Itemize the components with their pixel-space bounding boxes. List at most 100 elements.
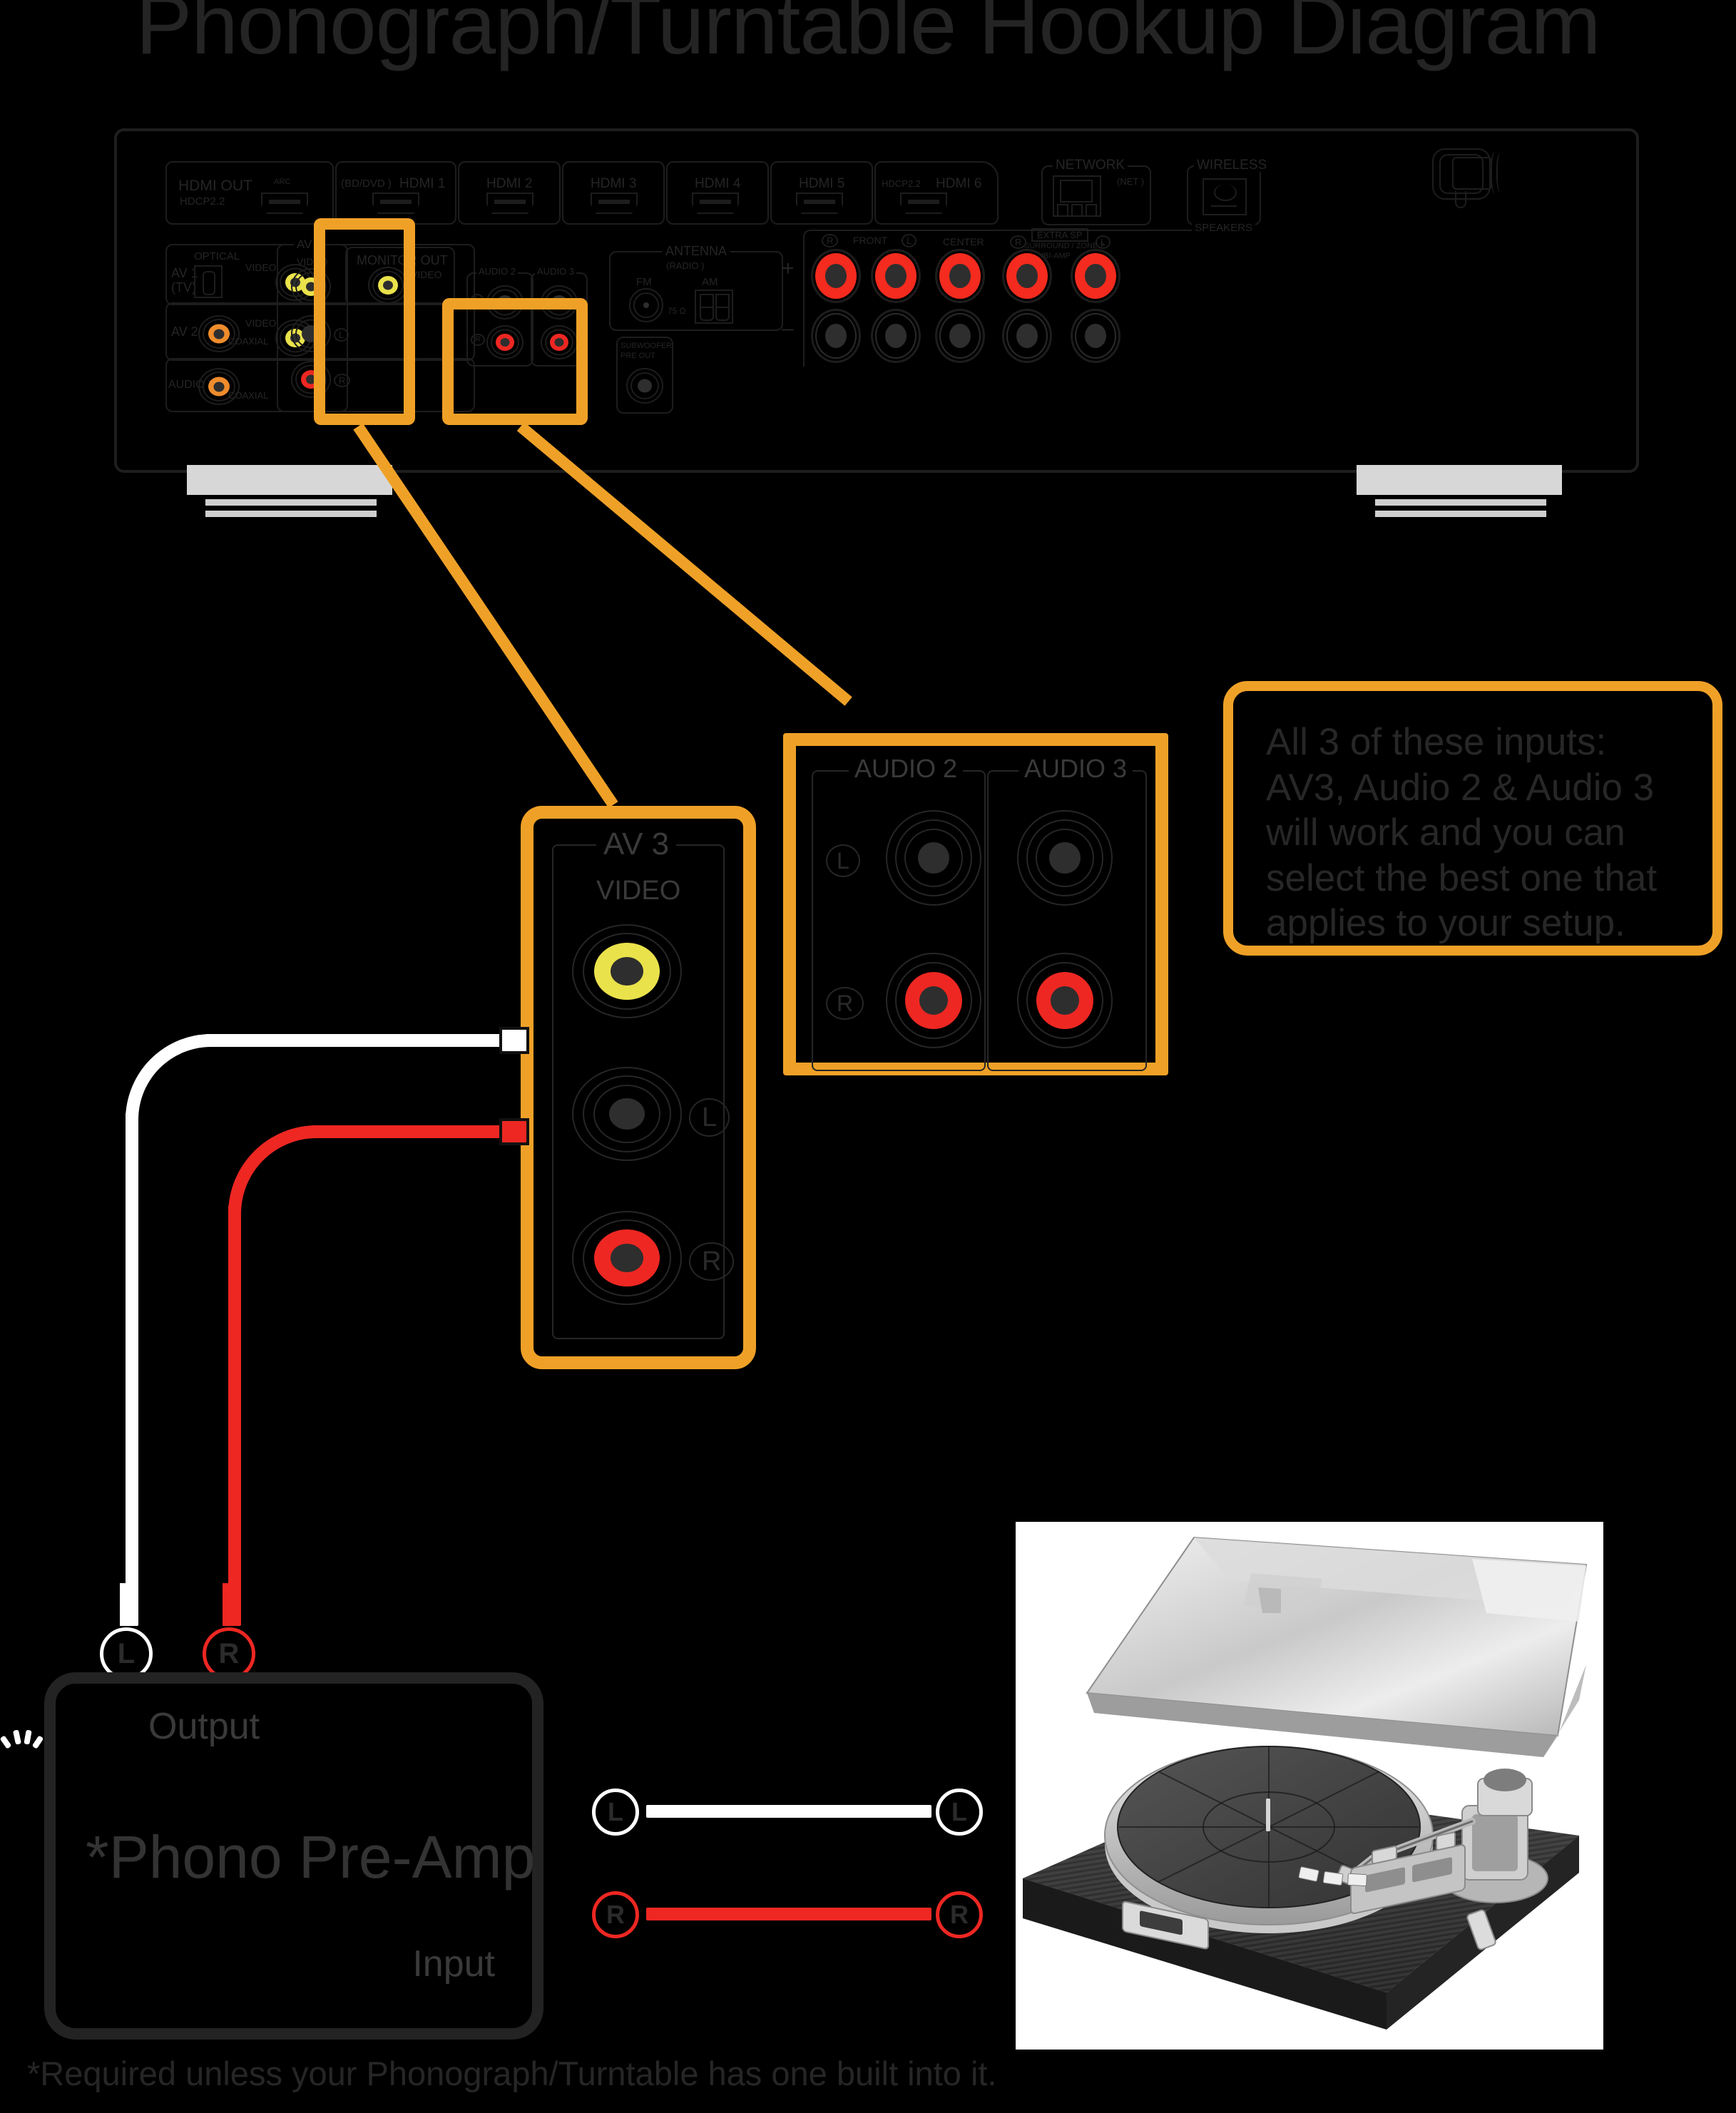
optical-port-icon[interactable] — [194, 265, 223, 298]
phono-preamp-box: Output *Phono Pre-Amp Input — [44, 1672, 543, 2040]
cable-right-red-horizontal — [311, 1125, 528, 1138]
preamp-input-label: Input — [412, 1943, 495, 1985]
audio2-callout-title: AUDIO 2 — [849, 756, 964, 782]
av3-callout-video-jack[interactable] — [572, 924, 682, 1018]
antenna-connector-icon[interactable] — [1203, 178, 1247, 215]
speakers-extra-left-label: L — [1096, 235, 1111, 249]
audio3-callout-left-jack[interactable] — [1017, 810, 1113, 906]
av3-highlight-box[interactable] — [314, 218, 415, 425]
speaker-post-extra-left-positive[interactable] — [1071, 249, 1120, 303]
speaker-post-front-right-negative[interactable] — [811, 309, 861, 363]
hdmi-1-port-icon[interactable] — [372, 193, 419, 214]
am-label: AM — [702, 276, 718, 288]
turntable-left-label: L — [951, 1797, 967, 1826]
hdmi-5-group: HDMI 5 — [770, 161, 873, 225]
audio2-callout-left-label: L — [826, 844, 860, 877]
cable-preamp-to-turntable-white — [646, 1805, 931, 1818]
hdmi-6-port-icon[interactable] — [900, 193, 947, 214]
preamp-input-right-label: R — [606, 1900, 625, 1929]
subwoofer-pre-out-jack[interactable] — [626, 368, 663, 404]
cable-right-red-plug — [499, 1118, 529, 1145]
hdmi-4-port-icon[interactable] — [692, 193, 739, 214]
power-cord-icon — [1429, 144, 1501, 208]
arc-label: ARC — [274, 178, 291, 186]
av3-callout-left-jack[interactable] — [572, 1067, 682, 1161]
audio2-callout-left-jack[interactable] — [886, 810, 981, 906]
speaker-post-center-negative[interactable] — [935, 309, 985, 363]
audio2-label: AUDIO 2 — [476, 267, 519, 276]
receiver-foot-left-bar1 — [205, 499, 377, 506]
hdmi-3-port-icon[interactable] — [591, 193, 638, 214]
audio3-label: AUDIO 3 — [535, 267, 577, 276]
audio3-callout-right-jack[interactable] — [1017, 953, 1113, 1048]
av1-label: AV 1 — [171, 266, 198, 280]
speakers-minus-label: – — [782, 317, 794, 340]
speaker-post-extra-right-positive[interactable] — [1002, 249, 1052, 303]
hdmi-2-port-icon[interactable] — [486, 193, 533, 214]
cable-left-white-elbow — [126, 1034, 211, 1120]
turntable-connector-right[interactable]: R — [936, 1891, 983, 1938]
monitor-out-video-label: VIDEO — [411, 269, 442, 280]
speakers-center-label: CENTER — [943, 236, 984, 247]
hdmi-6-group: HDCP2.2 HDMI 6 — [874, 161, 999, 225]
receiver-foot-right-bar1 — [1375, 499, 1546, 506]
fm-label: FM — [636, 276, 652, 288]
audio2-callout-right-jack[interactable] — [886, 953, 981, 1048]
page-title: Phonograph/Turntable Hookup Diagram — [136, 0, 1600, 72]
av3-callout-title: AV 3 — [596, 829, 677, 860]
antenna-group: ANTENNA (RADIO ) FM 75 Ω AM — [609, 245, 783, 331]
turntable-connector-left[interactable]: L — [936, 1789, 983, 1836]
cable-left-white-plug — [499, 1027, 529, 1054]
speaker-post-front-right-positive[interactable] — [811, 249, 861, 303]
av3-group: AV 3 VIDEO L R — [277, 238, 351, 412]
speakers-biamp-label: /BI-AMP — [1041, 252, 1071, 260]
av3-video-jack[interactable] — [291, 268, 331, 305]
optical-label: OPTICAL — [194, 250, 240, 262]
fm-antenna-jack[interactable] — [629, 288, 663, 322]
speaker-post-front-left-positive[interactable] — [871, 249, 921, 303]
preamp-name-label: *Phono Pre-Amp — [86, 1823, 536, 1891]
audio2-callout-right-label: R — [826, 987, 864, 1020]
speakers-group: SPEAKERS — [803, 222, 1255, 367]
audio2-right-jack[interactable] — [486, 325, 524, 359]
av3-right-label: R — [334, 374, 351, 387]
speakers-plus-label: + — [782, 257, 795, 280]
cable-left-white-vertical — [126, 1112, 138, 1626]
am-antenna-terminal-icon[interactable] — [695, 290, 733, 324]
speaker-post-center-positive[interactable] — [935, 249, 985, 303]
hdmi-2-label: HDMI 2 — [486, 176, 533, 191]
hdmi-5-label: HDMI 5 — [799, 176, 845, 191]
ethernet-port-icon[interactable] — [1053, 175, 1101, 217]
speaker-post-extra-left-negative[interactable] — [1071, 309, 1120, 363]
cable-right-red-vertical — [228, 1205, 241, 1626]
preamp-input-connector-right[interactable]: R — [592, 1891, 639, 1938]
av1-video-label: VIDEO — [245, 262, 277, 273]
av3-callout-right-jack[interactable] — [572, 1211, 682, 1305]
receiver-foot-left — [187, 465, 392, 495]
info-line-2: AV3, Audio 2 & Audio 3 — [1266, 766, 1655, 809]
preamp-output-connector-left[interactable]: L — [100, 1627, 153, 1680]
network-label: NETWORK — [1053, 158, 1128, 172]
preamp-output-right-label: R — [218, 1638, 240, 1669]
speaker-post-front-left-negative[interactable] — [871, 309, 921, 363]
audio1-coaxial-jack[interactable] — [198, 368, 240, 405]
av2-coaxial-jack[interactable] — [198, 315, 240, 352]
audio23-highlight-box[interactable] — [442, 298, 588, 425]
cable-preamp-to-turntable-red — [646, 1908, 931, 1920]
subwoofer-pre-out-group: SUBWOOFER PRE OUT — [616, 337, 673, 414]
hdmi-3-group: HDMI 3 — [562, 161, 665, 225]
speakers-front-label: FRONT — [853, 235, 888, 246]
preamp-output-connector-right[interactable]: R — [203, 1627, 255, 1680]
hdmi-5-port-icon[interactable] — [796, 193, 843, 214]
cable-left-white-horizontal — [205, 1034, 526, 1047]
av3-magnified-callout: AV 3 VIDEO L R — [521, 806, 756, 1369]
speaker-post-extra-right-negative[interactable] — [1002, 309, 1052, 363]
hdmi-out-sub-label: HDCP2.2 — [180, 195, 225, 208]
preamp-input-connector-left[interactable]: L — [592, 1789, 639, 1836]
impedance-label: 75 Ω — [668, 306, 686, 316]
hdmi-6-prefix-label: HDCP2.2 — [882, 178, 921, 189]
audio1-coaxial-label: COAXIAL — [228, 390, 269, 401]
av3-left-label: L — [334, 328, 349, 342]
antenna-label: ANTENNA — [662, 245, 731, 257]
hdmi-out-port-icon[interactable] — [261, 193, 308, 214]
